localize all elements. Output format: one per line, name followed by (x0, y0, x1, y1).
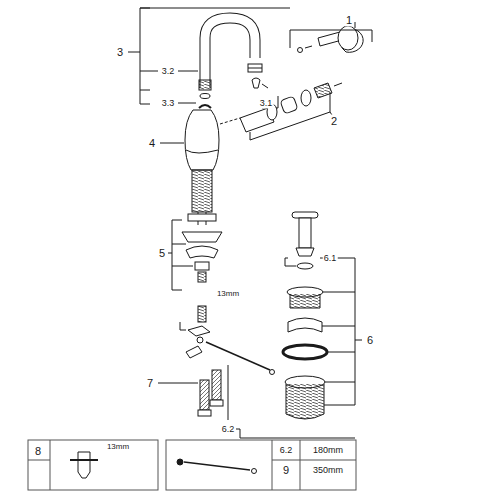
callout-number: 350mm (312, 465, 344, 476)
callout-number: 13mm (106, 442, 130, 452)
callout-number: 1 (345, 14, 353, 27)
callout-number: 6 (366, 334, 374, 347)
callout-number: 3.3 (161, 98, 176, 109)
callout-number: 8 (34, 445, 42, 458)
callout-number: 4 (148, 137, 156, 150)
callout-number: 6.1 (323, 253, 338, 264)
callout-number: 3.1 (259, 98, 274, 109)
callout-number: 6.2 (279, 445, 294, 456)
callout-number: 13mm (216, 289, 240, 299)
callout-number: 6.2 (221, 424, 236, 435)
callout-number: 9 (282, 464, 290, 477)
callout-number: 180mm (312, 445, 344, 456)
callout-number: 7 (146, 377, 154, 390)
callout-number: 2 (330, 115, 338, 128)
callout-number: 5 (158, 247, 166, 260)
callout-number: 3 (116, 46, 124, 59)
callout-number: 3.2 (161, 66, 176, 77)
